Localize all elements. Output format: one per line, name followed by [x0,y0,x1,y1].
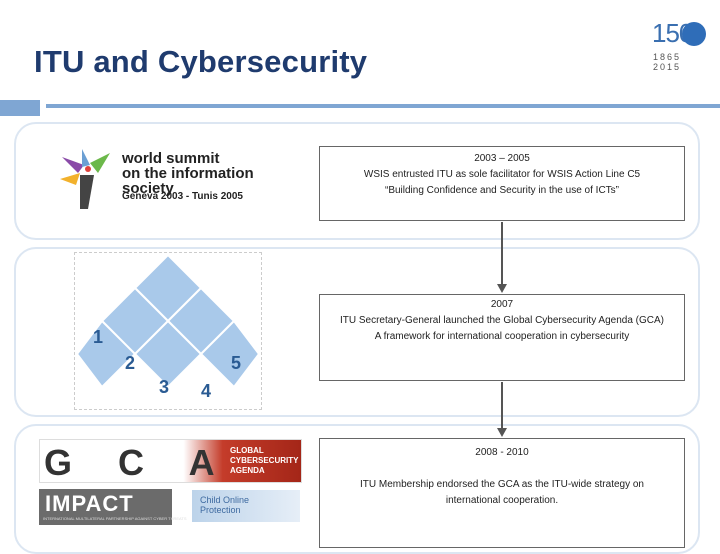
cop-line1: Child Online [200,495,250,505]
event-box-2008: 2008 - 2010 ITU Membership endorsed the … [319,438,685,548]
pillar-number-3: 3 [159,377,169,397]
pillar-number-4: 4 [201,381,211,401]
child-online-protection-logo: Child Online Protection [192,490,300,522]
cop-line2: Protection [200,505,241,515]
event-description: ITU Membership endorsed the GCA as the I… [359,479,644,506]
pillar-number-2: 2 [125,353,135,373]
connector-line-1 [501,222,503,286]
event-quote: “Building Confidence and Security in the… [384,185,619,196]
pillar-number-1: 1 [93,327,103,347]
itu-globe-icon [682,22,706,46]
gca-banner-text: GLOBAL CYBERSECURITY AGENDA [230,446,298,476]
pillar-number-5: 5 [231,353,241,373]
event-date: 2008 - 2010 [475,447,529,458]
event-date: 2003 – 2005 [474,153,530,164]
event-subtitle: A framework for international cooperatio… [374,331,630,342]
impact-title: IMPACT [45,491,134,516]
event-description: WSIS entrusted ITU as sole facilitator f… [363,169,641,180]
event-box-2007: 2007 ITU Secretary-General launched the … [319,294,685,381]
gca-pillars-diagram: 1 2 3 4 5 [74,252,262,410]
anniversary-years: 1865 2015 [653,52,682,72]
wsis-line2: on the information society [122,165,254,197]
wsis-line1: world summit [122,150,220,167]
event-date: 2007 [490,299,514,310]
itu-150-logo: 150 1865 2015 [652,16,712,72]
accent-block [0,100,40,116]
wsis-line3: Geneva 2003 - Tunis 2005 [122,191,243,202]
wsis-emblem-icon [60,149,110,209]
impact-logo: IMPACT INTERNATIONAL MULTILATERAL PARTNE… [39,489,187,525]
gca-banner: G C A GLOBAL CYBERSECURITY AGENDA [39,439,302,483]
event-description: ITU Secretary-General launched the Globa… [339,315,665,326]
connector-line-2 [501,382,503,430]
gca-diamond-graphic: 1 2 3 4 5 [75,253,261,401]
event-box-2003: 2003 – 2005 WSIS entrusted ITU as sole f… [319,146,685,221]
wsis-logo: world summit on the information society … [54,143,294,215]
gca-word-global: GLOBAL [230,446,264,455]
gca-word-cybersecurity: CYBERSECURITY [230,456,299,465]
gca-letters: G C A [44,442,233,483]
page-title: ITU and Cybersecurity [34,44,368,79]
impact-subtitle: INTERNATIONAL MULTILATERAL PARTNERSHIP A… [43,516,187,521]
arrow-down-icon [497,428,507,437]
accent-line [46,104,720,108]
arrow-down-icon [497,284,507,293]
gca-word-agenda: AGENDA [230,466,265,475]
